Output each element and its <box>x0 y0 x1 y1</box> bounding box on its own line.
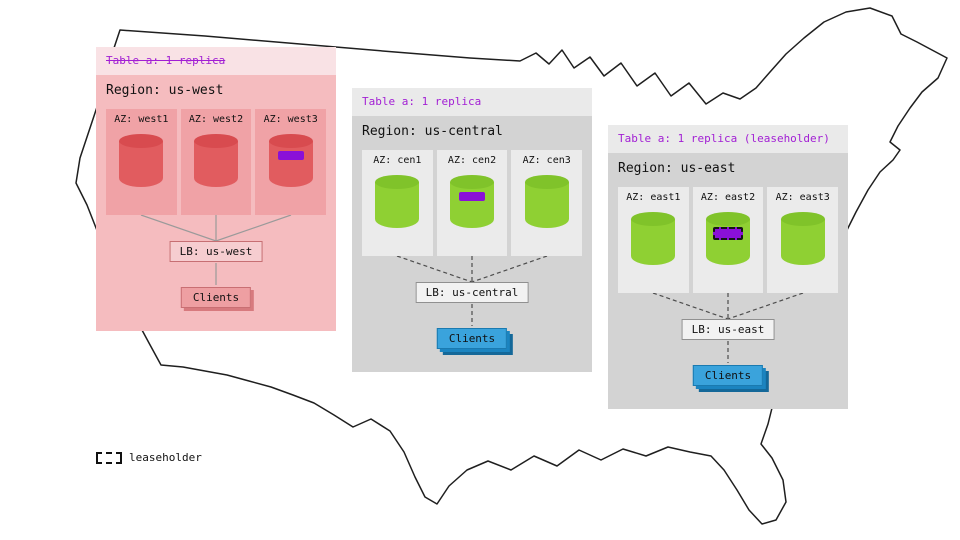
az-label: AZ: cen3 <box>522 155 571 166</box>
connector-lines <box>140 215 292 241</box>
load-balancer-box: LB: us-east <box>681 319 775 340</box>
database-cylinder-icon <box>194 134 238 187</box>
clients-box: Clients <box>692 365 764 386</box>
leaseholder-legend-icon <box>96 451 122 464</box>
az-box-cen1: AZ: cen1 <box>362 150 433 256</box>
region-body: Region: us-central AZ: cen1 AZ: cen2 AZ:… <box>352 116 592 372</box>
az-label: AZ: west2 <box>188 114 244 125</box>
connector-line <box>471 304 473 326</box>
region-label: Region: us-central <box>362 124 503 139</box>
az-box-west3: AZ: west3 <box>255 109 327 215</box>
database-cylinder-icon <box>631 212 676 265</box>
az-box-west1: AZ: west1 <box>106 109 177 215</box>
database-cylinder-icon <box>450 175 494 228</box>
region-body: Region: us-west AZ: west1 AZ: west2 AZ: … <box>96 75 336 331</box>
database-cylinder-icon <box>375 175 420 228</box>
connector-line <box>215 263 217 285</box>
table-replica-label: Table a: 1 replica (leaseholder) <box>618 132 830 145</box>
database-cylinder-icon <box>268 134 313 187</box>
legend: leaseholder <box>96 451 202 464</box>
table-replica-label: Table a: 1 replica <box>106 54 226 67</box>
region-panel-us-west: Table a: 1 replica Region: us-west AZ: w… <box>96 47 336 331</box>
az-label: AZ: west3 <box>263 114 318 125</box>
region-panel-us-central: Table a: 1 replica Region: us-central AZ… <box>352 88 592 372</box>
load-balancer-box: LB: us-west <box>169 241 263 262</box>
az-label: AZ: east2 <box>700 192 756 203</box>
az-box-west2: AZ: west2 <box>180 109 252 215</box>
database-cylinder-icon <box>706 212 750 265</box>
table-replica-header: Table a: 1 replica (leaseholder) <box>608 125 848 153</box>
az-row: AZ: east1 AZ: east2 AZ: east3 <box>618 187 839 293</box>
leaseholder-badge <box>713 227 743 240</box>
table-replica-header: Table a: 1 replica <box>352 88 592 116</box>
table-replica-header: Table a: 1 replica <box>96 47 336 75</box>
az-row: AZ: cen1 AZ: cen2 AZ: cen3 <box>362 150 583 256</box>
clients-box: Clients <box>180 287 252 308</box>
az-label: AZ: west1 <box>114 114 169 125</box>
region-label: Region: us-east <box>618 161 736 176</box>
region-body: Region: us-east AZ: east1 AZ: east2 AZ: … <box>608 153 848 409</box>
region-label: Region: us-west <box>106 83 224 98</box>
table-replica-label: Table a: 1 replica <box>362 95 482 108</box>
legend-label: leaseholder <box>129 451 202 464</box>
az-box-cen2: AZ: cen2 <box>436 150 508 256</box>
az-box-east3: AZ: east3 <box>767 187 839 293</box>
az-label: AZ: east3 <box>775 192 830 203</box>
az-row: AZ: west1 AZ: west2 AZ: west3 <box>106 109 327 215</box>
region-panel-us-east: Table a: 1 replica (leaseholder) Region:… <box>608 125 848 409</box>
database-cylinder-icon <box>119 134 164 187</box>
az-label: AZ: cen2 <box>447 155 497 166</box>
connector-line <box>727 341 729 363</box>
connector-lines <box>396 256 548 282</box>
database-cylinder-icon <box>780 212 825 265</box>
az-label: AZ: east1 <box>626 192 681 203</box>
replica-badge <box>459 192 485 201</box>
replica-badge <box>277 151 304 160</box>
load-balancer-box: LB: us-central <box>415 282 529 303</box>
az-label: AZ: cen1 <box>373 155 422 166</box>
clients-box: Clients <box>436 328 508 349</box>
connector-lines <box>652 293 804 319</box>
az-box-cen3: AZ: cen3 <box>511 150 583 256</box>
az-box-east1: AZ: east1 <box>618 187 689 293</box>
az-box-east2: AZ: east2 <box>692 187 764 293</box>
database-cylinder-icon <box>524 175 569 228</box>
